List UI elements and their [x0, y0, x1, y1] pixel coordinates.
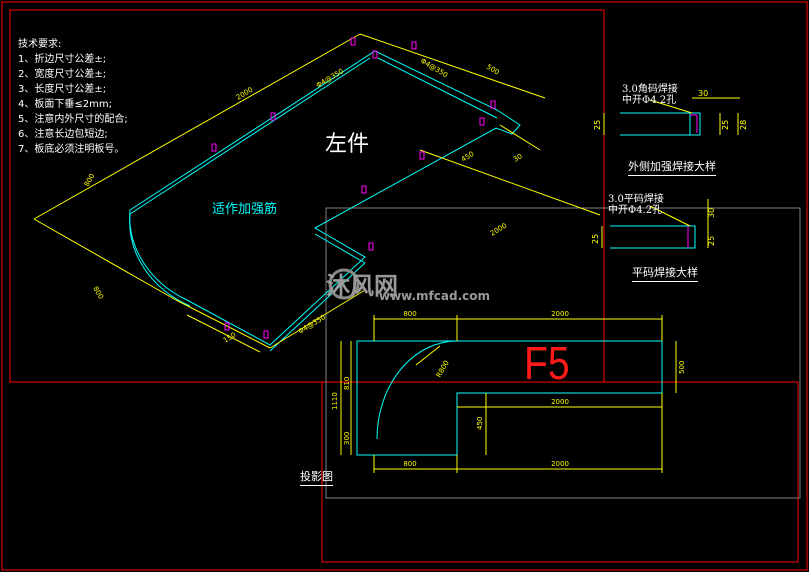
dim-proj-left-lower: 300	[343, 432, 351, 445]
dim-iso-spacing-b: Φ4@350	[419, 57, 449, 79]
dim-iso-left-lower: 800	[91, 285, 105, 301]
watermark-logo: 沐风网	[326, 272, 398, 300]
note-item: 7、板底必须注明板号。	[18, 144, 125, 155]
dim-iso-spacing-c: Φ4@350	[297, 313, 327, 335]
dim-iso-spacing-a: Φ4@350	[315, 67, 345, 89]
note-item: 1、折边尺寸公差±;	[18, 54, 107, 65]
dim-detail1-25: 25	[593, 120, 602, 130]
detail-flat: 25 30 25	[591, 199, 716, 249]
dim-detail2-30: 30	[707, 208, 716, 218]
dim-iso-top-end: 500	[485, 63, 501, 77]
dim-iso-150: 150	[222, 331, 238, 345]
note-item: 4、板面下垂≤2mm;	[18, 99, 112, 110]
dim-iso-left-upper: 800	[83, 172, 97, 188]
projection-view: 800 2000 2000 800 2000 1110 810 300 500 …	[331, 310, 686, 473]
dim-proj-top-right: 2000	[551, 310, 569, 318]
note-item: 5、注意内外尺寸的配合;	[18, 114, 128, 125]
dim-proj-bottom-right: 2000	[551, 460, 569, 468]
dim-detail2-25: 25	[591, 234, 600, 244]
dim-proj-mid-right: 2000	[551, 398, 569, 406]
dim-detail1-25b: 25	[721, 120, 730, 130]
iso-inner-curve	[129, 213, 191, 307]
isometric-part	[129, 50, 521, 352]
iso-flange-lines	[129, 57, 498, 352]
dim-iso-right-long: 2000	[489, 222, 508, 238]
detail-outer: 25 30 25 28	[593, 89, 748, 136]
watermark-mark	[328, 268, 360, 300]
dim-proj-right: 500	[678, 361, 686, 374]
detail-outer-title: 外侧加强焊接大样	[628, 158, 716, 176]
notes-heading: 技术要求:	[18, 39, 62, 50]
projection-title: 投影图	[300, 468, 333, 486]
part-label: 左件	[325, 132, 370, 157]
reinforcement-label: 适作加强筋	[212, 202, 278, 217]
proj-arc	[376, 340, 458, 440]
watermark-url: www.mfcad.com	[379, 289, 490, 303]
iso-top-outline	[129, 50, 521, 346]
detail-outer-weld-note: 3.0角码焊接 中开Φ4.2孔	[622, 84, 678, 106]
detail-flat-title: 平码焊接大样	[632, 264, 698, 282]
note-item: 2、宽度尺寸公差±;	[18, 69, 107, 80]
dim-proj-radius: R800	[435, 359, 451, 379]
part-code: F5	[524, 337, 570, 389]
dim-proj-inner: 450	[476, 417, 484, 430]
lower-right-frame	[321, 381, 799, 563]
note-item: 6、注意长边包短边;	[18, 129, 108, 140]
dim-detail2-25b: 25	[707, 236, 716, 246]
projection-frame	[325, 207, 801, 499]
dim-proj-top-left: 800	[403, 310, 416, 318]
clip-markers	[211, 37, 496, 339]
dim-detail1-28: 28	[739, 120, 748, 130]
dim-proj-bottom-left: 800	[403, 460, 416, 468]
dim-iso-inner: 450	[460, 150, 476, 164]
detail-flat-weld-note: 3.0平码焊接 中开Φ4.2孔	[608, 194, 664, 216]
dim-proj-left-upper: 810	[343, 377, 351, 390]
technical-requirements: 技术要求: 1、折边尺寸公差±; 2、宽度尺寸公差±; 3、长度尺寸公差±; 4…	[18, 37, 128, 157]
dim-iso-short: 30	[512, 152, 524, 163]
isometric-dimensions	[33, 33, 601, 353]
proj-outline	[356, 340, 663, 456]
dim-detail1-30: 30	[698, 89, 708, 98]
note-item: 3、长度尺寸公差±;	[18, 84, 107, 95]
dim-proj-total-h: 1110	[331, 392, 339, 410]
